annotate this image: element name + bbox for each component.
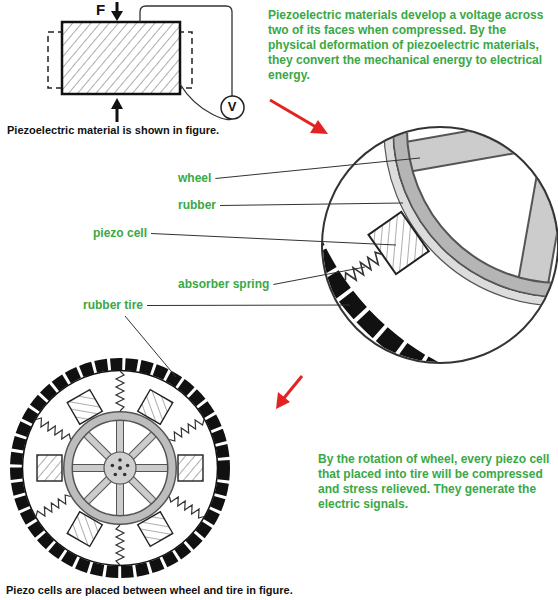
spoke bbox=[134, 465, 168, 471]
piezo-cell bbox=[67, 512, 102, 547]
spoke-outline bbox=[86, 478, 110, 502]
part-label: rubber tire bbox=[83, 298, 143, 313]
piezo-cell bbox=[178, 455, 203, 481]
spring bbox=[167, 493, 206, 520]
force-arrow-head bbox=[111, 98, 123, 109]
spring bbox=[34, 493, 73, 520]
hub-hole bbox=[111, 464, 115, 468]
force-arrow bbox=[116, 2, 119, 12]
hub-hole bbox=[126, 464, 130, 468]
spring-group bbox=[116, 525, 124, 565]
part-label: piezo cell bbox=[93, 226, 147, 241]
zoom-circle bbox=[322, 127, 558, 363]
spoke-outline bbox=[116, 482, 124, 516]
wheel-assembly bbox=[16, 364, 224, 572]
spoke bbox=[130, 478, 154, 502]
piezo-cell bbox=[37, 455, 62, 481]
spring-group bbox=[34, 416, 73, 443]
spoke-outline bbox=[532, 130, 558, 288]
spoke bbox=[72, 465, 106, 471]
leader-lines bbox=[125, 158, 420, 377]
spring bbox=[116, 525, 124, 565]
wire bbox=[140, 6, 232, 96]
spoke-outline bbox=[130, 478, 154, 502]
tire-inner bbox=[23, 371, 218, 566]
red-arrow-head bbox=[310, 120, 328, 134]
leader-line bbox=[151, 234, 396, 246]
hub-hole bbox=[113, 473, 117, 477]
spoke-outline bbox=[86, 434, 110, 458]
red-arrow-head bbox=[276, 392, 290, 409]
spring-group bbox=[34, 493, 73, 520]
spoke bbox=[532, 130, 558, 288]
part-label: F bbox=[96, 1, 105, 18]
part-label: absorber spring bbox=[178, 277, 269, 292]
spoke bbox=[117, 420, 123, 454]
spoke bbox=[86, 434, 110, 458]
part-label: Piezoelectric material is shown in figur… bbox=[7, 123, 219, 137]
red-arrow bbox=[284, 376, 302, 398]
note-text: By the rotation of wheel, every piezo ce… bbox=[318, 452, 550, 512]
cell-group bbox=[67, 512, 102, 547]
part-label: wheel bbox=[178, 171, 211, 186]
leader-line bbox=[125, 316, 176, 377]
hub-hole bbox=[118, 458, 122, 462]
hub-hole bbox=[123, 473, 127, 477]
spring bbox=[34, 416, 73, 443]
piezo-cell bbox=[138, 390, 173, 425]
voltmeter: V bbox=[220, 95, 245, 120]
spoke bbox=[130, 434, 154, 458]
caption: Piezo cells are placed between wheel and… bbox=[6, 583, 293, 597]
hub-hole bbox=[118, 466, 122, 470]
leader-line bbox=[147, 305, 350, 307]
meter-symbol: V bbox=[228, 100, 237, 114]
spoke-outline bbox=[134, 464, 168, 472]
rim bbox=[68, 416, 172, 520]
red-arrow bbox=[270, 100, 316, 127]
force-arrow bbox=[116, 108, 119, 122]
piezo-cell bbox=[67, 390, 102, 425]
note-text: Piezoelectric materials develop a voltag… bbox=[268, 8, 546, 83]
rim-outline bbox=[68, 416, 172, 520]
spoke bbox=[86, 478, 110, 502]
cell-group bbox=[138, 512, 173, 547]
spring-group bbox=[167, 493, 206, 520]
leader-line bbox=[215, 158, 420, 179]
spring-group bbox=[167, 416, 206, 443]
spoke bbox=[117, 482, 123, 516]
wheel bbox=[16, 364, 224, 572]
spring-group bbox=[116, 371, 124, 411]
spring bbox=[167, 416, 206, 443]
leader-line bbox=[220, 203, 403, 206]
cell-group bbox=[37, 455, 62, 481]
hub bbox=[104, 452, 136, 484]
spoke-outline bbox=[72, 464, 106, 472]
spring bbox=[116, 371, 124, 411]
spoke-outline bbox=[116, 420, 124, 454]
cell-group bbox=[138, 390, 173, 425]
cell-group bbox=[67, 390, 102, 425]
piezo-material bbox=[62, 22, 180, 94]
part-label: rubber bbox=[178, 198, 216, 213]
cell-group bbox=[178, 455, 203, 481]
force-arrow-head bbox=[111, 11, 123, 21]
spoke-outline bbox=[130, 434, 154, 458]
tire bbox=[16, 364, 224, 572]
piezo-cell bbox=[138, 512, 173, 547]
voltmeter-outline bbox=[221, 96, 244, 119]
leader-line bbox=[273, 267, 365, 285]
